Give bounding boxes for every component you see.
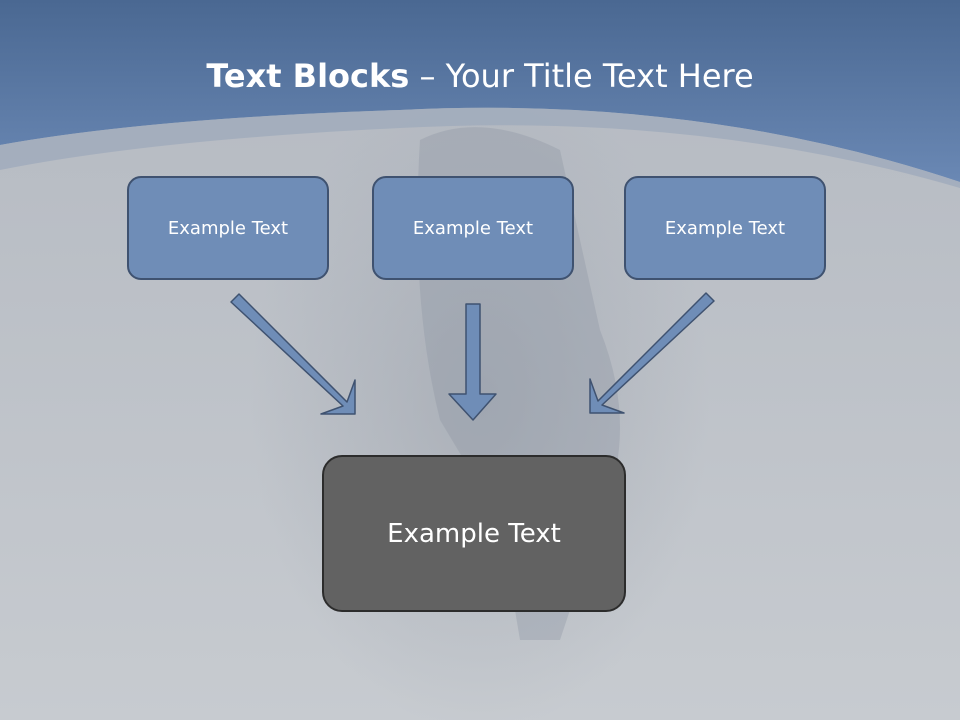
text-block-left[interactable]: Example Text: [127, 176, 329, 280]
text-block-label: Example Text: [664, 217, 786, 239]
main-block-label: Example Text: [387, 518, 561, 549]
title-rest: Your Title Text Here: [445, 57, 754, 95]
text-block-main[interactable]: Example Text: [322, 455, 626, 612]
text-block-center[interactable]: Example Text: [372, 176, 574, 280]
arrow-left: [230, 293, 356, 415]
header-swoosh: [0, 107, 960, 188]
title-bold: Text Blocks: [206, 57, 410, 95]
text-block-label: Example Text: [412, 217, 534, 239]
header-band: [0, 0, 960, 182]
arrow-center: [448, 303, 497, 421]
arrow-right: [589, 292, 715, 414]
title-separator: –: [409, 57, 446, 95]
text-block-right[interactable]: Example Text: [624, 176, 826, 280]
text-block-label: Example Text: [167, 217, 289, 239]
slide-title: Text Blocks – Your Title Text Here: [0, 52, 960, 100]
